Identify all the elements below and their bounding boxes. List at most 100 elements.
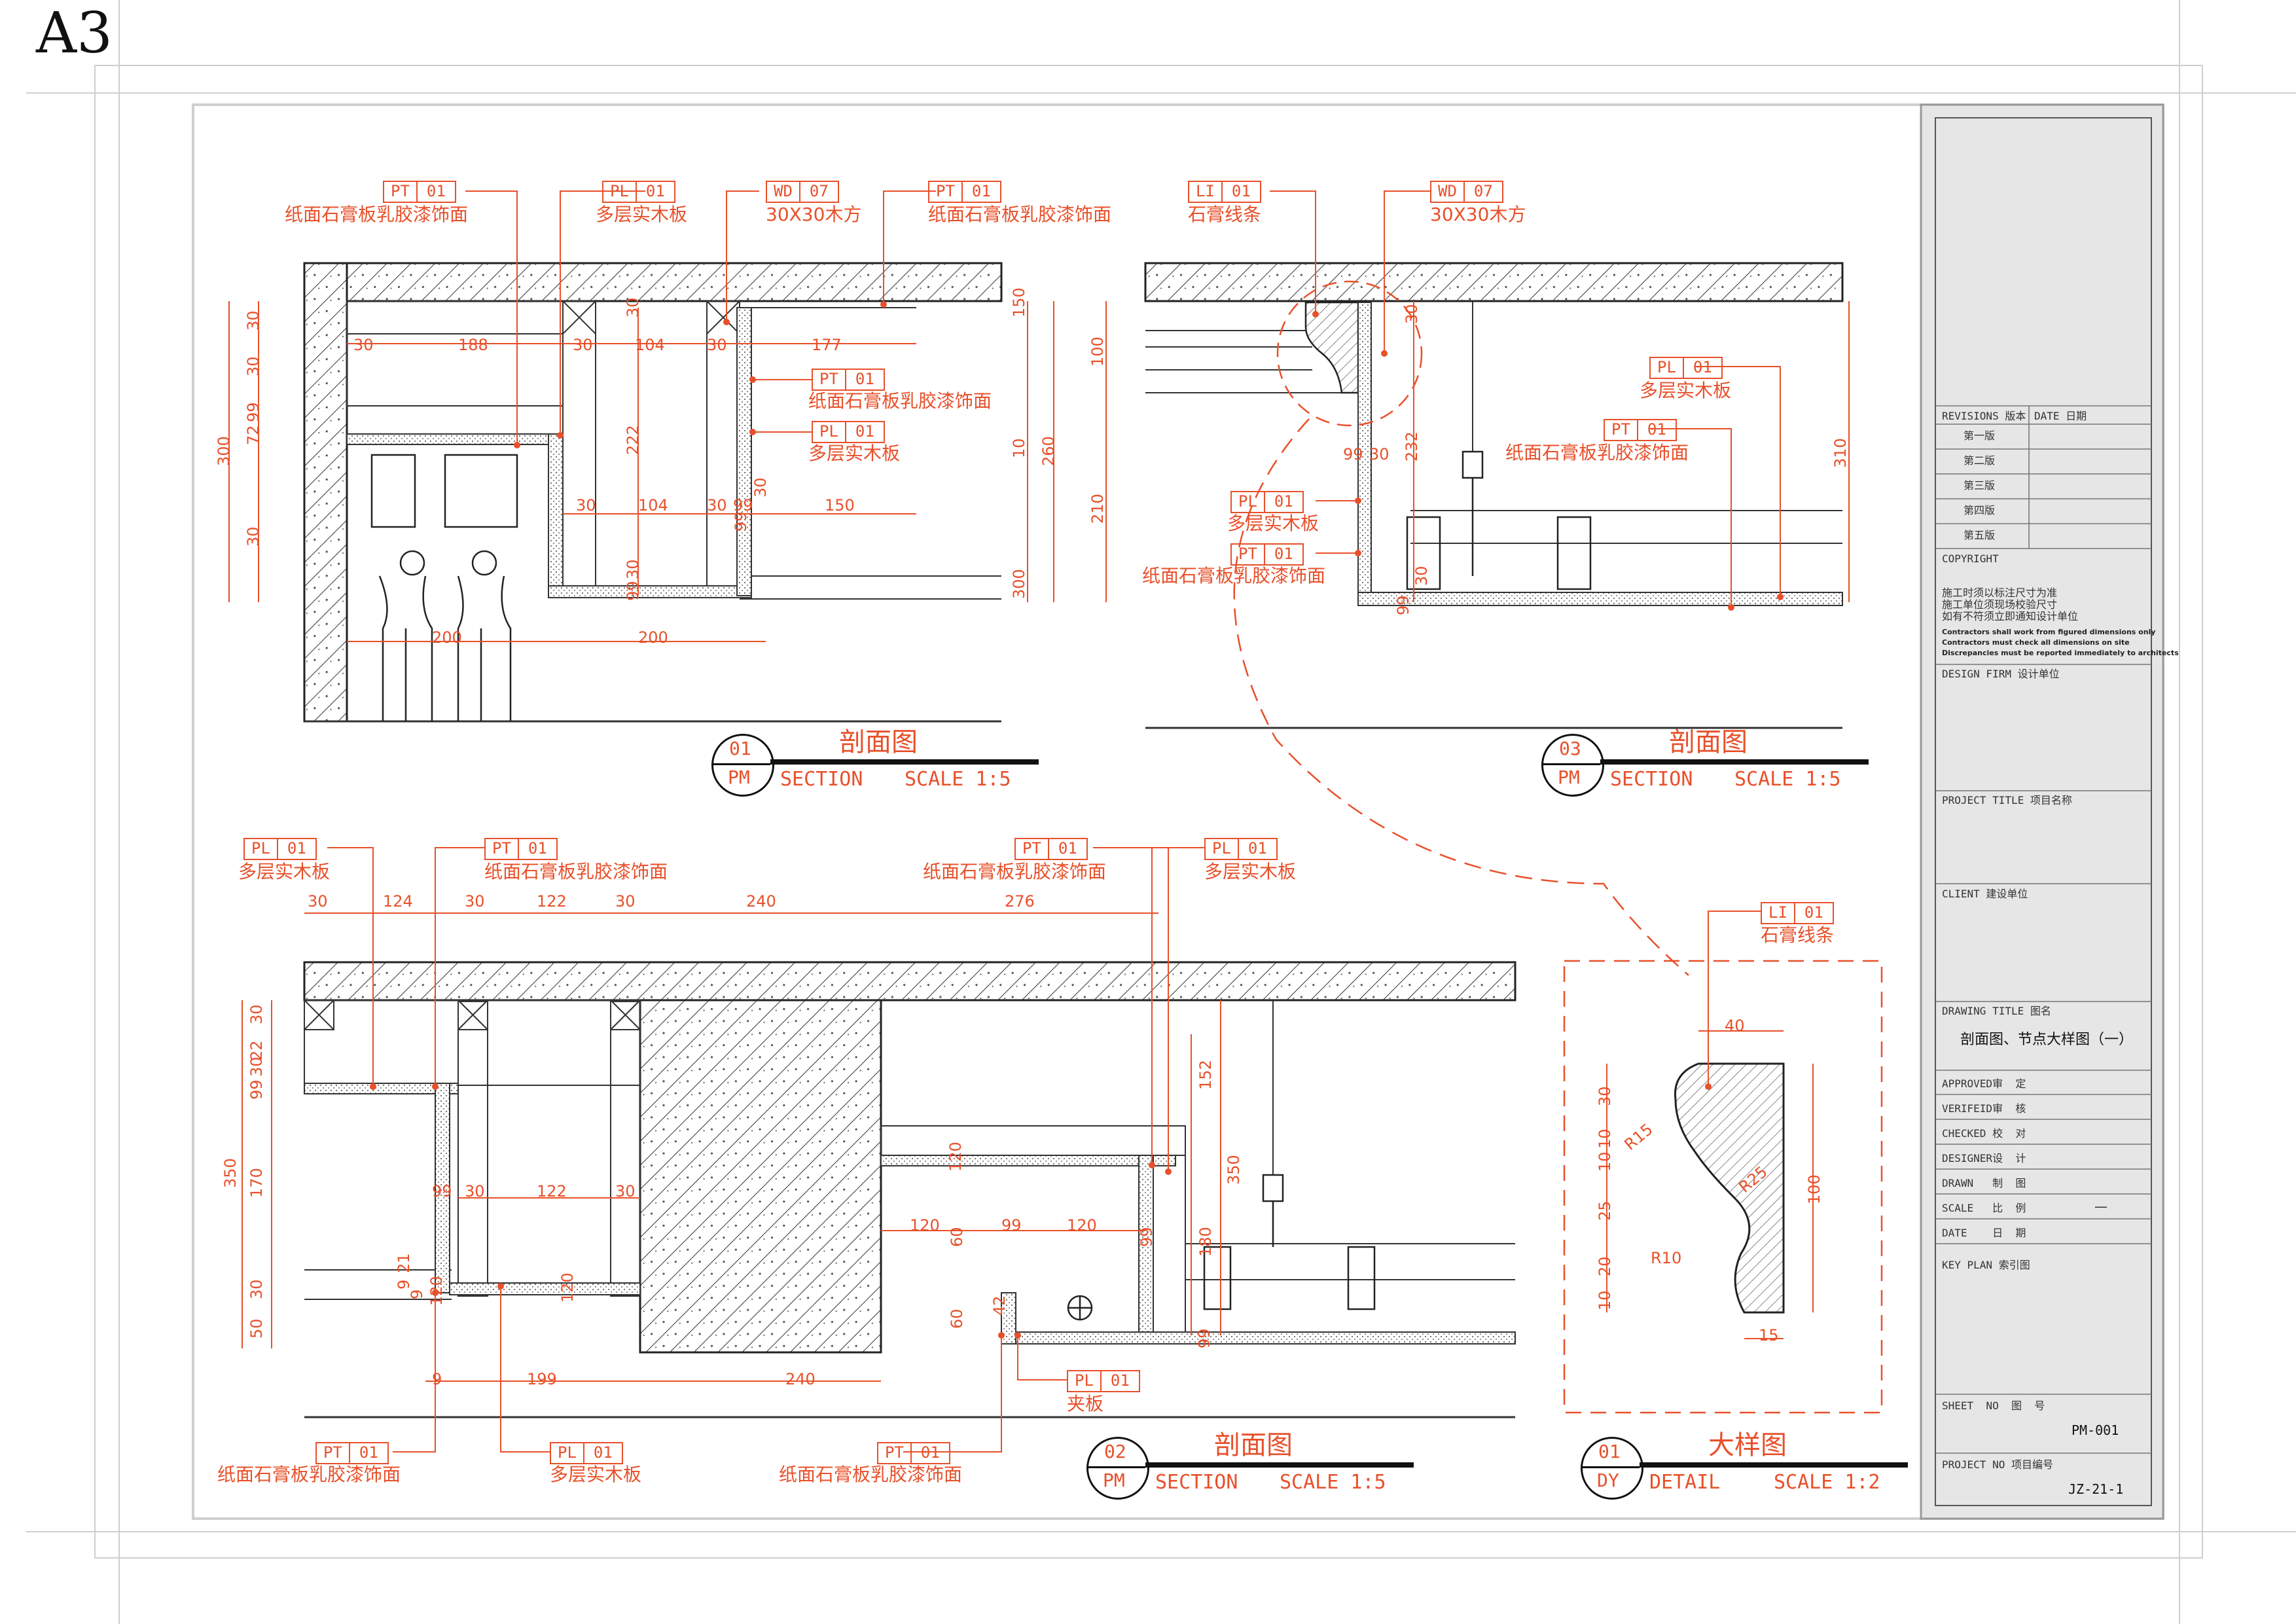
dimension-label: 99 bbox=[1001, 1216, 1022, 1235]
dimension-label: 120 bbox=[946, 1142, 965, 1172]
dimension-label: 232 bbox=[1403, 431, 1421, 461]
board-strip bbox=[1001, 1292, 1016, 1344]
material-tag: LI 01 bbox=[1761, 902, 1834, 924]
dimension-label: 188 bbox=[458, 336, 488, 354]
tag-code: LI bbox=[1762, 903, 1795, 923]
tag-number: 01 bbox=[1647, 420, 1666, 439]
tag-code: PL bbox=[813, 422, 846, 442]
view-title-bubble bbox=[711, 734, 774, 797]
tag-code: PL bbox=[245, 839, 278, 859]
molding-profile bbox=[1674, 1062, 1785, 1314]
approval-label: DRAWN 制 图 bbox=[1942, 1177, 2026, 1189]
dimension-label: 30 bbox=[615, 892, 636, 911]
view-name: 剖面图 bbox=[839, 727, 918, 757]
note-line: Contractors must check all dimensions on… bbox=[1942, 638, 2130, 647]
dimension-label: 177 bbox=[812, 336, 842, 354]
tag-description: 纸面石膏板乳胶漆饰面 bbox=[217, 1464, 401, 1485]
dimension-label: 200 bbox=[432, 628, 462, 647]
tag-code: PT bbox=[929, 182, 963, 202]
tag-description: 纸面石膏板乳胶漆饰面 bbox=[923, 861, 1107, 882]
dimension-label: 120 bbox=[558, 1272, 577, 1303]
tag-code: WD bbox=[767, 182, 800, 202]
dimension-label: 50 bbox=[247, 1318, 266, 1339]
view-type: SECTION bbox=[1155, 1471, 1238, 1494]
tag-number: 01 bbox=[1693, 358, 1712, 376]
board-strip bbox=[304, 1083, 459, 1094]
view-scale: SCALE 1:5 bbox=[1280, 1471, 1386, 1494]
project-no: JZ-21-1 bbox=[2068, 1481, 2124, 1497]
dimension-label: 30 bbox=[244, 310, 262, 331]
dimension-label: 10 bbox=[1596, 1290, 1614, 1310]
dimension-label: 42 bbox=[990, 1295, 1009, 1316]
dimension-label: 210 bbox=[1088, 494, 1107, 524]
view-name: 剖面图 bbox=[1669, 727, 1748, 757]
view-title-divider bbox=[711, 763, 770, 765]
dimension-label: 310 bbox=[1831, 438, 1850, 468]
note-line: Discrepancies must be reported immediate… bbox=[1942, 649, 2179, 657]
tag-number: 01 bbox=[1058, 839, 1077, 857]
dimension-label: 30 bbox=[247, 1004, 266, 1024]
dimension-label: 120 bbox=[1067, 1216, 1097, 1235]
dimension-label: 180 bbox=[1196, 1227, 1215, 1257]
sheet-guides bbox=[26, 0, 2296, 1624]
dimension-label: 152 bbox=[1196, 1060, 1215, 1090]
dimension-label: 60 bbox=[948, 1227, 966, 1247]
approval-label: CHECKED 校 对 bbox=[1942, 1127, 2026, 1140]
tag-number: 01 bbox=[1804, 903, 1823, 922]
tag-code: PT bbox=[1016, 839, 1049, 859]
board-strip bbox=[736, 307, 752, 596]
dimension-label: 30 bbox=[465, 892, 485, 911]
tag-number: 01 bbox=[593, 1443, 613, 1462]
view-title-divider bbox=[1541, 763, 1600, 765]
client-label: CLIENT 建设单位 bbox=[1942, 888, 2028, 900]
dimension-label: 300 bbox=[215, 436, 233, 466]
dimension-label: 30 bbox=[1403, 304, 1421, 324]
tag-description: 夹板 bbox=[1067, 1393, 1104, 1415]
note-line: Contractors shall work from figured dime… bbox=[1942, 628, 2156, 636]
tag-number: 01 bbox=[1231, 182, 1251, 200]
dimension-label: 30 bbox=[1596, 1086, 1614, 1106]
column-slab bbox=[639, 999, 882, 1354]
dimension-label: 9 bbox=[432, 1370, 442, 1388]
dimension-label: 20 bbox=[1596, 1256, 1614, 1276]
tag-description: 多层实木板 bbox=[1204, 861, 1297, 882]
key-plan-label: KEY PLAN 索引图 bbox=[1942, 1259, 2030, 1271]
approval-label: DESIGNER设 计 bbox=[1942, 1152, 2026, 1164]
tag-code: PT bbox=[813, 370, 846, 389]
approval-value: — bbox=[2094, 1199, 2108, 1214]
dimension-label: 99 bbox=[1343, 445, 1363, 463]
approval-label: DATE 日 期 bbox=[1942, 1227, 2026, 1239]
dimension-label: 30 bbox=[244, 356, 262, 376]
tag-number: 01 bbox=[287, 839, 306, 857]
dimension-label: 200 bbox=[638, 628, 668, 647]
dimension-label: 122 bbox=[537, 1182, 567, 1200]
sheet-no: PM-001 bbox=[2072, 1422, 2119, 1438]
dimension-label: 150 bbox=[825, 496, 855, 514]
dimension-label: 122 bbox=[537, 892, 567, 911]
dimension-label: 40 bbox=[1725, 1017, 1745, 1035]
tag-code: PT bbox=[1232, 545, 1265, 564]
view-number: 03 bbox=[1559, 738, 1581, 759]
tag-description: 纸面石膏板乳胶漆饰面 bbox=[808, 390, 992, 412]
board-strip bbox=[1357, 592, 1843, 606]
date-label: DATE 日期 bbox=[2034, 410, 2087, 422]
tag-number: 01 bbox=[528, 839, 547, 857]
dimension-label: 30 bbox=[1412, 566, 1431, 586]
dimension-label: 10 bbox=[1596, 1128, 1614, 1149]
approval-label: SCALE 比 例 bbox=[1942, 1202, 2026, 1214]
tag-code: PT bbox=[384, 182, 418, 202]
curtain-icon bbox=[370, 454, 518, 721]
dimension-label: 30 bbox=[353, 336, 374, 354]
view-scale: SCALE 1:2 bbox=[1774, 1471, 1880, 1494]
dimension-label: 30 bbox=[1369, 445, 1390, 463]
version-label: 第二版 bbox=[1964, 454, 1996, 467]
view-title-bubble bbox=[1541, 734, 1604, 797]
dimension-label: 99 bbox=[624, 581, 642, 601]
dimension-label: 25 bbox=[1596, 1200, 1614, 1221]
